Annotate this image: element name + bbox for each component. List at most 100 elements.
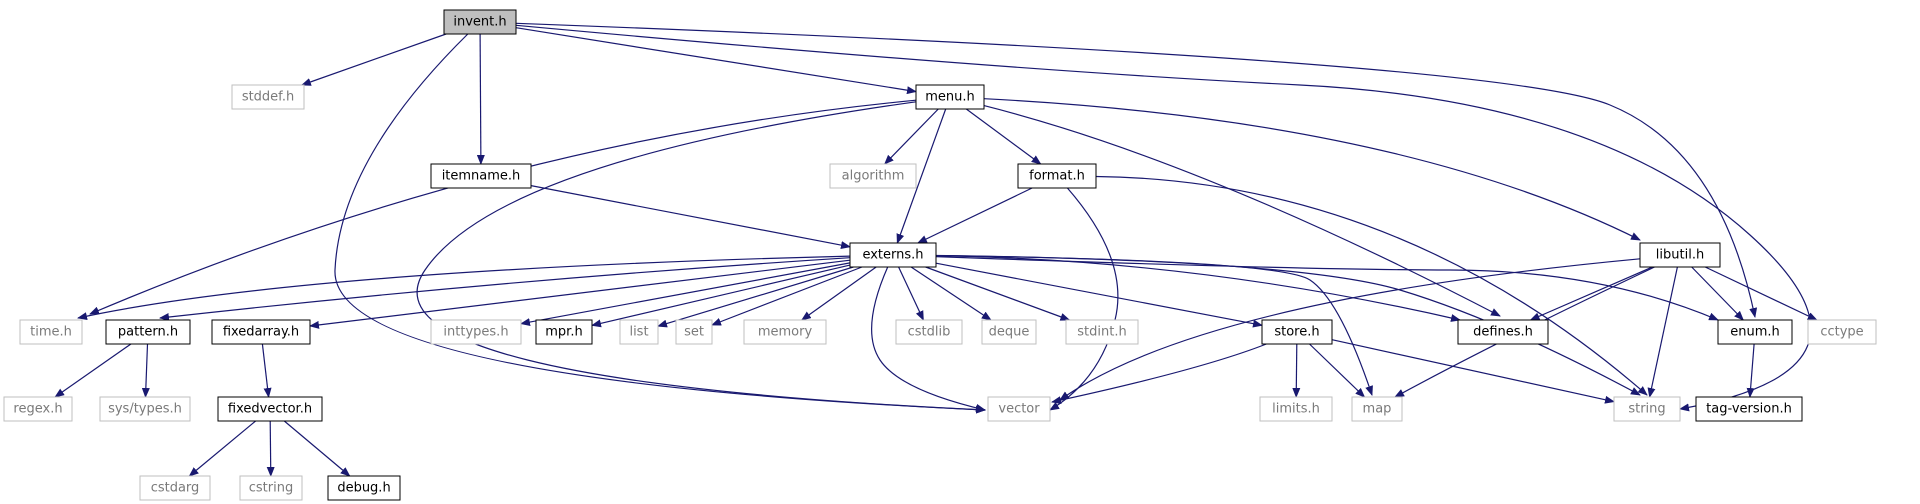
node-box-memory: [743, 319, 827, 345]
edge-externs-store: [935, 262, 1263, 328]
node-libutil[interactable]: libutil.h: [1639, 242, 1721, 268]
node-box-deque: [981, 319, 1037, 345]
edge-libutil-defines: [1529, 266, 1653, 321]
edge-invent-enum: [515, 22, 1758, 318]
edge-fixedvector-cstring: [266, 420, 275, 477]
edge-enum-tagversion: [1746, 343, 1755, 398]
node-label-invent: invent.h: [453, 15, 506, 30]
node-mpr[interactable]: mpr.h: [535, 319, 593, 345]
node-box-stdint: [1065, 319, 1139, 345]
node-label-cstring: cstring: [249, 481, 293, 496]
node-label-format: format.h: [1029, 169, 1085, 184]
node-box-inttypes: [430, 319, 522, 345]
node-label-store: store.h: [1274, 325, 1319, 340]
edge-menu-format: [965, 108, 1042, 165]
node-label-pattern: pattern.h: [118, 325, 178, 340]
node-label-menu: menu.h: [925, 90, 975, 105]
node-box-format: [1017, 163, 1097, 189]
node-enum[interactable]: enum.h: [1717, 319, 1793, 345]
node-format[interactable]: format.h: [1017, 163, 1097, 189]
node-invent[interactable]: invent.h: [443, 9, 517, 35]
edge-invent-string: [515, 24, 1812, 412]
node-label-defines: defines.h: [1473, 325, 1533, 340]
node-tagversion[interactable]: tag-version.h: [1695, 396, 1803, 422]
node-defines[interactable]: defines.h: [1457, 319, 1549, 345]
node-label-limits: limits.h: [1272, 402, 1320, 417]
node-label-vector: vector: [998, 402, 1040, 417]
edge-store-limits: [1292, 343, 1301, 398]
node-stddef: stddef.h: [231, 84, 305, 110]
node-fixedvector[interactable]: fixedvector.h: [217, 396, 323, 422]
node-box-regex: [3, 396, 73, 422]
node-debug[interactable]: debug.h: [327, 475, 401, 501]
node-box-cstring: [239, 475, 303, 501]
node-box-cstdarg: [139, 475, 211, 501]
node-label-enum: enum.h: [1730, 325, 1780, 340]
node-label-itemname: itemname.h: [442, 169, 521, 184]
edge-externs-time: [77, 255, 851, 321]
node-regex: regex.h: [3, 396, 73, 422]
node-string: string: [1613, 396, 1681, 422]
node-stdint: stdint.h: [1065, 319, 1139, 345]
node-box-fixedarray: [211, 319, 311, 345]
edge-format-string: [1095, 175, 1648, 396]
node-box-invent: [443, 9, 517, 35]
node-label-list: list: [629, 325, 648, 340]
edge-invent-vector: [334, 33, 986, 414]
edge-menu-defines: [983, 105, 1501, 317]
node-box-pattern: [105, 319, 191, 345]
node-box-store: [1261, 319, 1333, 345]
node-fixedarray[interactable]: fixedarray.h: [211, 319, 311, 345]
edge-itemname-externs: [530, 185, 851, 250]
edge-externs-memory: [800, 266, 877, 321]
node-menu[interactable]: menu.h: [915, 84, 985, 110]
node-box-map: [1351, 396, 1403, 422]
node-box-string: [1613, 396, 1681, 422]
node-label-string: string: [1628, 402, 1665, 417]
node-externs[interactable]: externs.h: [849, 242, 937, 268]
edge-store-string: [1331, 339, 1615, 404]
node-pattern[interactable]: pattern.h: [105, 319, 191, 345]
node-vector: vector: [987, 396, 1051, 422]
node-label-cstdlib: cstdlib: [908, 325, 951, 340]
node-deque: deque: [981, 319, 1037, 345]
node-label-fixedarray: fixedarray.h: [223, 325, 299, 340]
edge-invent-stddef: [300, 33, 447, 86]
node-box-systypes: [99, 396, 191, 422]
node-label-debug: debug.h: [337, 481, 390, 496]
node-box-menu: [915, 84, 985, 110]
node-set: set: [675, 319, 713, 345]
node-label-map: map: [1363, 402, 1392, 417]
node-label-systypes: sys/types.h: [108, 402, 182, 417]
edge-invent-menu: [515, 27, 917, 95]
node-box-tagversion: [1695, 396, 1803, 422]
edge-invent-itemname: [476, 33, 485, 165]
node-label-fixedvector: fixedvector.h: [228, 402, 312, 417]
edge-pattern-systypes: [141, 343, 150, 398]
node-store[interactable]: store.h: [1261, 319, 1333, 345]
node-label-time: time.h: [30, 325, 72, 340]
node-box-cctype: [1807, 319, 1877, 345]
edge-externs-stdint: [925, 266, 1071, 321]
node-label-regex: regex.h: [13, 402, 62, 417]
node-limits: limits.h: [1259, 396, 1333, 422]
node-cstdarg: cstdarg: [139, 475, 211, 501]
node-box-externs: [849, 242, 937, 268]
node-label-libutil: libutil.h: [1656, 248, 1704, 263]
node-list: list: [619, 319, 659, 345]
edge-externs-enum: [935, 256, 1719, 321]
node-label-inttypes: inttypes.h: [443, 325, 508, 340]
node-memory: memory: [743, 319, 827, 345]
edge-externs-pattern: [159, 257, 851, 321]
node-box-stddef: [231, 84, 305, 110]
node-box-libutil: [1639, 242, 1721, 268]
node-itemname[interactable]: itemname.h: [430, 163, 532, 189]
edge-libutil-cctype: [1704, 266, 1818, 321]
node-cstdlib: cstdlib: [895, 319, 963, 345]
edge-menu-vector: [416, 101, 986, 414]
node-box-itemname: [430, 163, 532, 189]
node-box-list: [619, 319, 659, 345]
edge-externs-vector: [871, 266, 986, 412]
